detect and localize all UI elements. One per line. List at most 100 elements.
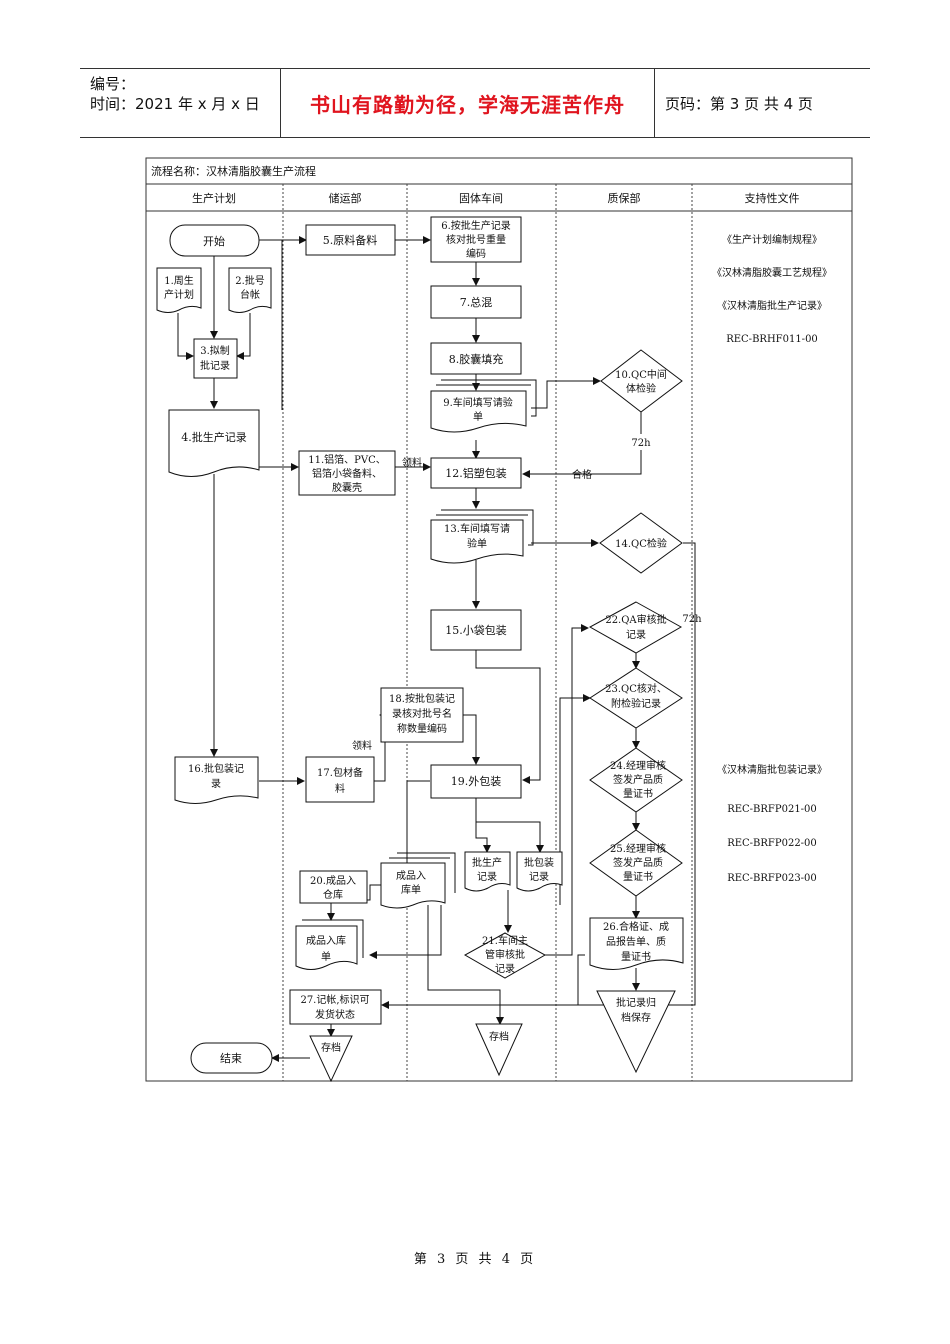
label-lingliao-1: 领料 [402,456,422,469]
svg-text:单: 单 [473,411,483,423]
svg-text:记录: 记录 [626,629,646,641]
svg-text:产计划: 产计划 [164,288,194,301]
lane-solid-workshop: 固体车间 [459,191,503,205]
node-3-draft-batch-record: 3.拟制 批记录 [193,338,238,379]
svg-text:存档: 存档 [489,1030,509,1043]
svg-text:27.记帐,标识可: 27.记帐,标识可 [300,993,369,1006]
page-header: 编号： 时间：2021 年 x 月 x 日 书山有路勤为径，学海无涯苦作舟 页码… [80,68,870,138]
node-2-batch-ledger: 2.批号 台帐 [228,267,272,313]
lane-quality: 质保部 [608,191,641,205]
node-27-bookkeeping: 27.记帐,标识可 发货状态 [289,989,382,1025]
node-16-batch-packaging-record: 16.批包装记 录 [174,756,259,804]
support-doc-8: REC-BRFP023-00 [727,873,817,884]
node-warehouse-slip-stack: 成品入 库单 [380,852,456,909]
svg-text:量证书: 量证书 [623,871,653,883]
svg-text:量证书: 量证书 [623,788,653,800]
node-15-sachet-packing: 15.小袋包装 [430,609,522,651]
svg-text:批记录: 批记录 [200,359,230,372]
svg-text:10.QC中间: 10.QC中间 [615,368,667,381]
page-footer: 第 3 页 共 4 页 [413,1252,537,1267]
svg-text:成品入库: 成品入库 [306,934,346,947]
support-doc-5: 《汉林清脂批包装记录》 [717,763,827,776]
support-doc-4: REC-BRHF011-00 [726,334,818,345]
support-doc-7: REC-BRFP022-00 [727,838,817,849]
svg-text:记录: 记录 [529,871,549,883]
node-end: 结束 [190,1042,273,1074]
motto: 书山有路勤为径，学海无涯苦作舟 [310,92,625,117]
support-doc-2: 《汉林清脂胶囊工艺规程》 [712,266,832,279]
svg-text:发货状态: 发货状态 [315,1008,355,1021]
svg-text:料: 料 [335,782,345,795]
svg-text:批包装: 批包装 [524,856,554,869]
svg-text:4.批生产记录: 4.批生产记录 [181,430,247,444]
svg-text:15.小袋包装: 15.小袋包装 [445,623,507,637]
svg-text:编码: 编码 [466,247,486,260]
node-13-inspection-request: 13.车间填写请 验单 [430,509,534,564]
node-9-inspection-request: 9.车间填写请验 单 [430,379,537,433]
node-20-warehouse-entry: 20.成品入 仓库 [299,870,368,904]
svg-text:签发产品质: 签发产品质 [613,856,663,869]
node-5-raw-material: 5.原料备料 [305,224,396,256]
svg-text:14.QC检验: 14.QC检验 [615,537,667,550]
node-26-certificates: 26.合格证、成 品报告单、质 量证书 [589,917,684,970]
svg-text:24.经理审核: 24.经理审核 [610,759,666,772]
svg-text:仓库: 仓库 [323,888,343,901]
node-22-qa-review: 22.QA审核批 记录 [588,601,683,654]
svg-text:18.按批包装记: 18.按批包装记 [389,692,455,705]
svg-text:6.按批生产记录: 6.按批生产记录 [441,219,511,232]
time-label: 时间：2021 年 x 月 x 日 [90,95,260,113]
label-lingliao-2: 领料 [352,739,372,752]
svg-text:批记录归: 批记录归 [616,996,656,1009]
svg-text:16.批包装记: 16.批包装记 [188,762,244,775]
svg-text:体检验: 体检验 [626,382,656,395]
label-72h-a: 72h [631,438,651,449]
flow-title: 流程名称：汉林清脂胶囊生产流程 [151,164,316,178]
svg-text:7.总混: 7.总混 [460,295,493,309]
node-11-packaging-materials: 11.铝箔、PVC、 铝箔小袋备料、 胶囊壳 [298,450,396,496]
svg-text:9.车间填写请验: 9.车间填写请验 [443,396,513,409]
svg-text:附检验记录: 附检验记录 [611,697,661,710]
svg-text:成品入: 成品入 [396,870,426,882]
lane-production-plan: 生产计划 [192,191,236,205]
node-19-outer-packing: 19.外包装 [430,764,522,799]
svg-text:20.成品入: 20.成品入 [310,875,356,887]
svg-text:记录: 记录 [477,871,497,883]
node-4-batch-production-record: 4.批生产记录 [168,409,260,477]
node-batch-packaging-record-copy: 批包装 记录 [516,851,563,892]
svg-text:库单: 库单 [401,883,421,896]
svg-text:1.周生: 1.周生 [164,274,194,287]
svg-text:5.原料备料: 5.原料备料 [323,233,378,247]
svg-text:铝箔小袋备料、: 铝箔小袋备料、 [312,467,382,480]
svg-text:8.胶囊填充: 8.胶囊填充 [449,352,504,366]
page-info: 页码：第 3 页 共 4 页 [665,94,813,113]
node-6-verify-batch: 6.按批生产记录 核对批号重量 编码 [430,216,522,263]
node-12-blister-packing: 12.铝塑包装 [430,457,522,489]
svg-text:管审核批: 管审核批 [485,948,525,961]
svg-text:13.车间填写请: 13.车间填写请 [444,522,510,535]
svg-text:25.经理审核: 25.经理审核 [610,842,666,855]
node-warehouse-slip: 成品入库 单 [295,919,364,970]
node-14-qc-inspection: 14.QC检验 [599,512,683,574]
node-start: 开始 [169,224,260,257]
svg-text:台帐: 台帐 [240,288,260,301]
node-batch-production-record-copy: 批生产 记录 [464,851,511,892]
node-archive-3: 批记录归 档保存 [596,990,676,1074]
node-24-manager-certificate: 24.经理审核 签发产品质 量证书 [589,747,683,813]
svg-text:品报告单、质: 品报告单、质 [606,935,666,948]
header-page-cell: 页码：第 3 页 共 4 页 [655,69,870,137]
support-doc-3: 《汉林清脂批生产记录》 [717,299,827,312]
svg-text:23.QC核对、: 23.QC核对、 [605,682,667,695]
node-10-qc-intermediate: 10.QC中间 体检验 [600,349,683,413]
svg-text:胶囊壳: 胶囊壳 [332,481,362,494]
label-72h-b: 72h [682,614,702,625]
svg-text:开始: 开始 [203,234,225,248]
svg-text:3.拟制: 3.拟制 [200,344,230,357]
label-hege: 合格 [572,468,592,481]
node-23-qc-verify: 23.QC核对、 附检验记录 [589,667,683,729]
svg-text:单: 单 [321,951,331,963]
lane-support-docs: 支持性文件 [745,191,800,205]
svg-text:11.铝箔、PVC、: 11.铝箔、PVC、 [308,453,386,466]
svg-text:存档: 存档 [321,1041,341,1054]
svg-text:12.铝塑包装: 12.铝塑包装 [445,466,507,480]
